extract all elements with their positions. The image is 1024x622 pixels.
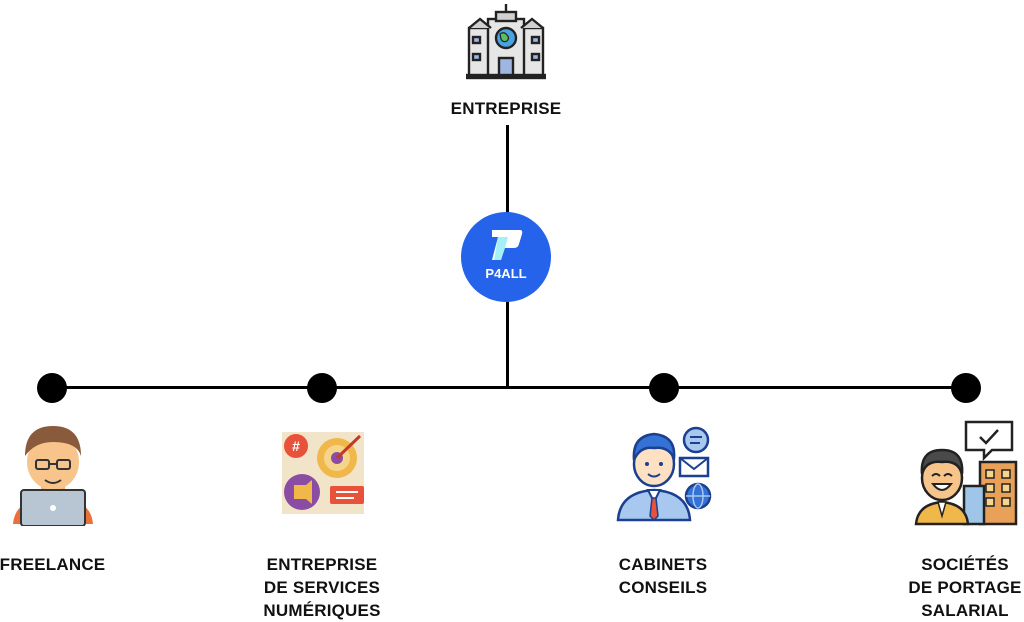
node-dot-freelance: [37, 373, 67, 403]
node-dot-cabinets: [649, 373, 679, 403]
node-dot-portage: [951, 373, 981, 403]
node-label-cabinets: CABINETS CONSEILS: [618, 555, 708, 597]
p4all-logo-icon: [488, 228, 524, 262]
connector-hub-to-bus: [506, 300, 509, 389]
businessman-building-icon: [912, 420, 1020, 526]
connector-top-to-hub: [506, 125, 509, 213]
svg-text:#: #: [292, 438, 300, 454]
building-icon: [464, 2, 548, 80]
node-label-esn: ENTREPRISE DE SERVICES NUMÉRIQUES: [263, 555, 381, 620]
top-node-label: ENTREPRISE: [450, 99, 562, 118]
node-label-freelance: FREELANCE: [0, 555, 106, 574]
hub-label: P4ALL: [485, 266, 527, 281]
horizontal-bus-line: [52, 386, 966, 389]
digital-marketing-icon: #: [280, 430, 366, 516]
node-label-portage: SOCIÉTÉS DE PORTAGE SALARIAL: [908, 555, 1022, 620]
p4all-hub[interactable]: P4ALL: [461, 212, 551, 302]
consultant-icon: [612, 424, 712, 522]
freelancer-laptop-icon: [11, 420, 95, 527]
node-dot-esn: [307, 373, 337, 403]
